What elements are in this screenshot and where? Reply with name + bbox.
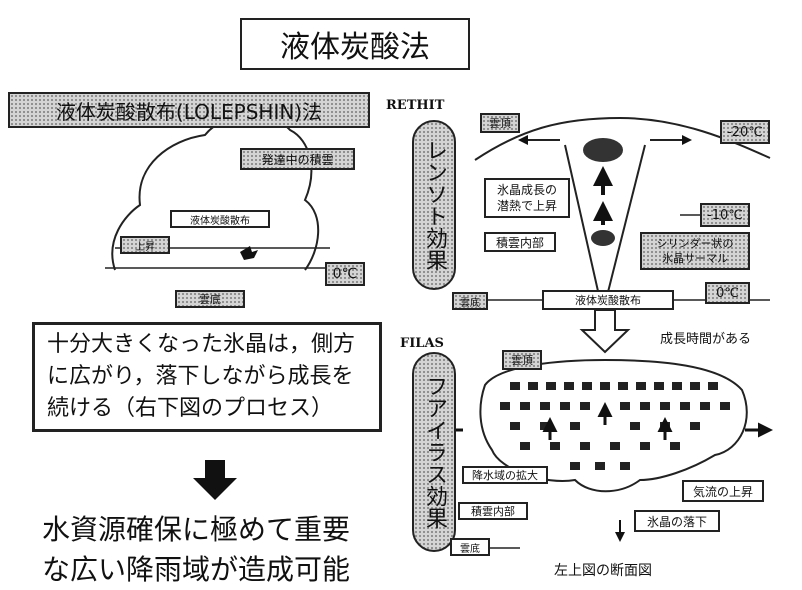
growth-time-note: 成長時間がある xyxy=(660,332,752,347)
filas-spread-label: 降水域の拡大 xyxy=(462,466,548,484)
filas-cloud-top: 雲頂 xyxy=(502,350,542,370)
filas-inner-label: 積雲内部 xyxy=(458,502,528,520)
updraft-arrows xyxy=(542,402,673,440)
rethit-vertical-label: レンソト効果 xyxy=(412,120,456,290)
conclusion-arrow xyxy=(193,460,237,500)
rethit-inner-label: 積雲内部 xyxy=(484,232,556,252)
page-title: 液体炭酸法 xyxy=(240,18,470,70)
rethit-temp-bottom: 0℃ xyxy=(705,282,750,304)
rethit-cylinder-label: シリンダー状の 氷晶サーマル xyxy=(640,232,750,270)
filas-vertical-label: フアイラス効果 xyxy=(412,352,456,552)
filas-tag: FILAS xyxy=(400,336,444,351)
rethit-cone-left xyxy=(564,144,601,301)
cloud-label: 発達中の積雲 xyxy=(240,148,355,170)
rethit-tag: RETHIT xyxy=(386,98,445,113)
conclusion-text: 水資源確保に極めて重要 な広い降雨域が造成可能 xyxy=(42,513,351,586)
spray-label: 液体炭酸散布 xyxy=(170,210,270,228)
rethit-growth-label: 氷晶成長の 潜熱で上昇 xyxy=(484,178,570,218)
explanation-box: 十分大きくなった氷晶は，側方 に広がり，落下しながら成長を 続ける（右下図のプロ… xyxy=(32,322,382,432)
filas-updraft-label: 気流の上昇 xyxy=(682,480,764,502)
rethit-cone-right xyxy=(605,144,646,301)
filas-fall-label: 氷晶の落下 xyxy=(634,510,720,532)
rethit-base-label: 雲底 xyxy=(452,292,488,310)
updraft-label: 上昇 xyxy=(120,236,170,254)
rethit-temp-top: -20℃ xyxy=(720,120,770,144)
left-subtitle: 液体炭酸散布(LOLEPSHIN)法 xyxy=(8,92,370,128)
rethit-temp-mid: -10℃ xyxy=(700,203,750,227)
transition-arrow xyxy=(579,309,631,354)
aircraft-icon xyxy=(240,246,258,260)
rethit-cloud-top: 雲頂 xyxy=(480,113,520,133)
filas-caption: 左上図の断面図 xyxy=(554,563,652,579)
left-ground-label: 雲底 xyxy=(175,290,245,308)
ice-crystal-particles xyxy=(500,382,730,470)
filas-cloud-outline xyxy=(479,358,748,493)
rethit-spray-label: 液体炭酸散布 xyxy=(542,290,674,310)
filas-base-label: 雲底 xyxy=(450,538,490,556)
left-temp-zero: 0℃ xyxy=(325,262,365,286)
